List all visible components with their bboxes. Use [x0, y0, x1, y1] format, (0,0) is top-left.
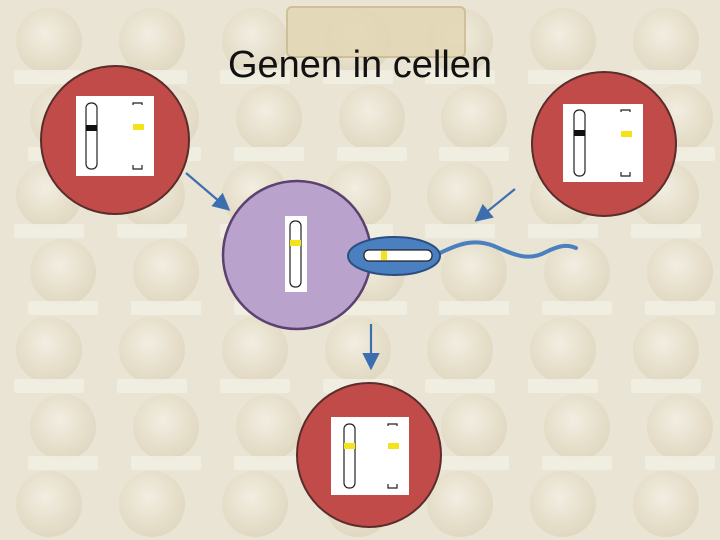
background-medallion [16, 8, 82, 74]
yellow-gene [290, 240, 301, 246]
black-gene [574, 130, 585, 136]
yellow-gene [388, 443, 399, 449]
yellow-gene [621, 131, 632, 137]
background-label-plate [131, 456, 201, 470]
background-label-plate [131, 301, 201, 315]
chromosome [573, 109, 586, 177]
background-medallion [530, 317, 596, 383]
background-medallion [119, 8, 185, 74]
background-label-plate [542, 301, 612, 315]
background-label-plate [542, 456, 612, 470]
background-medallion [633, 317, 699, 383]
background-medallion [441, 239, 507, 305]
black-gene [86, 125, 97, 131]
background-label-plate [323, 70, 393, 84]
background-label-plate [28, 301, 98, 315]
background-label-plate [425, 379, 495, 393]
background-medallion [236, 85, 302, 151]
background-medallion [16, 471, 82, 537]
background-label-plate [528, 379, 598, 393]
background-medallion [119, 317, 185, 383]
child-cell-center [221, 179, 373, 331]
chromosome [289, 220, 302, 288]
background-medallion [530, 471, 596, 537]
background-label-plate [234, 147, 304, 161]
background-label-plate [337, 147, 407, 161]
background-medallion [427, 471, 493, 537]
background-label-plate [631, 379, 701, 393]
background-label-plate [220, 379, 290, 393]
offspring-cell-bottom [296, 382, 442, 528]
background-medallion [441, 85, 507, 151]
background-medallion [544, 394, 610, 460]
background-label-plate [117, 379, 187, 393]
background-banner [286, 6, 466, 58]
background-label-plate [28, 456, 98, 470]
background-label-plate [631, 224, 701, 238]
parent-cell-right [531, 71, 677, 217]
background-medallion [119, 471, 185, 537]
chromosome [85, 102, 98, 170]
background-label-plate [425, 224, 495, 238]
background-medallion [633, 8, 699, 74]
background-label-plate [234, 456, 304, 470]
background-label-plate [14, 70, 84, 84]
background-medallion [647, 239, 713, 305]
yellow-gene [344, 443, 355, 449]
background-label-plate [425, 70, 495, 84]
yellow-gene [133, 124, 144, 130]
background-medallion [427, 317, 493, 383]
background-label-plate [631, 70, 701, 84]
background-medallion [441, 394, 507, 460]
background-medallion [30, 394, 96, 460]
background-medallion [16, 317, 82, 383]
chromosome [363, 249, 433, 262]
parent-cell-left [40, 65, 190, 215]
background-medallion [339, 85, 405, 151]
background-medallion [530, 8, 596, 74]
background-label-plate [439, 456, 509, 470]
background-label-plate [220, 70, 290, 84]
background-label-plate [117, 224, 187, 238]
background-label-plate [14, 224, 84, 238]
background-label-plate [645, 301, 715, 315]
chromosome-panel [331, 417, 409, 495]
background-label-plate [439, 147, 509, 161]
background-medallion [133, 239, 199, 305]
background-label-plate [439, 301, 509, 315]
background-medallion [633, 471, 699, 537]
arrow-right-to-center [474, 188, 516, 222]
background-medallion [30, 239, 96, 305]
slide-title: Genen in cellen [227, 44, 493, 86]
background-medallion [222, 471, 288, 537]
virus-tail [436, 240, 578, 259]
background-medallion [133, 394, 199, 460]
background-medallion [647, 394, 713, 460]
background-medallion [222, 317, 288, 383]
chromosome-outline [620, 109, 631, 177]
background-label-plate [645, 456, 715, 470]
background-label-plate [528, 224, 598, 238]
virus-vector [347, 236, 578, 276]
arrow-left-to-center [185, 172, 231, 211]
chromosome [343, 423, 356, 489]
yellow-gene [381, 251, 387, 260]
chromosome-outline [387, 423, 398, 489]
chromosome-outline [132, 102, 143, 170]
background-medallion [325, 317, 391, 383]
background-medallion [222, 8, 288, 74]
background-label-plate [337, 301, 407, 315]
background-label-plate [14, 379, 84, 393]
background-medallion [236, 394, 302, 460]
